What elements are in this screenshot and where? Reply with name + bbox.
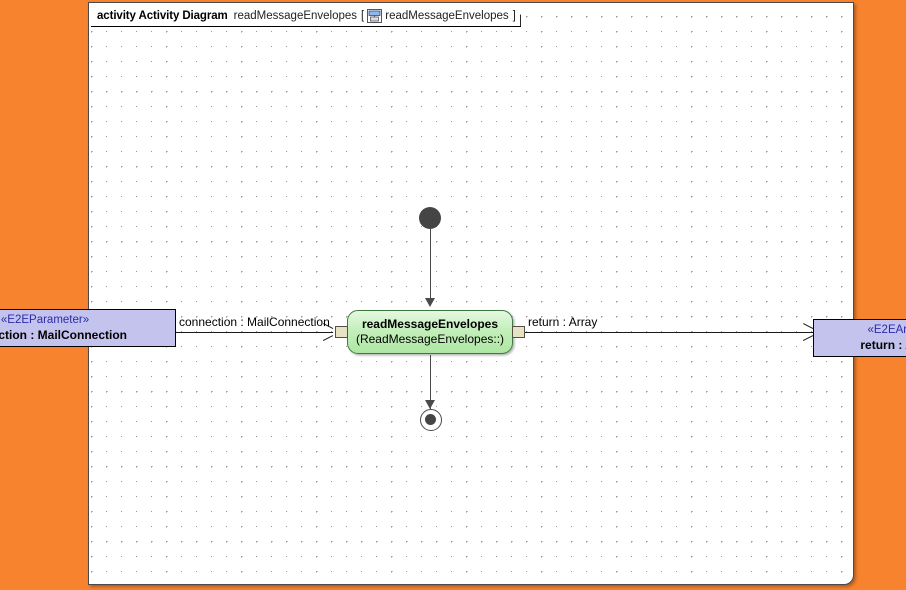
input-parameter-stereotype: «E2EParameter» — [0, 314, 90, 326]
activity-element-icon — [367, 9, 382, 23]
output-parameter-label: return : Array — [860, 338, 906, 352]
diagram-inner-name-label: readMessageEnvelopes — [385, 10, 509, 22]
object-flow-input[interactable] — [176, 331, 333, 333]
diagram-kind-label: activity Activity Diagram — [97, 10, 228, 22]
activity-diagram-frame[interactable]: activity Activity Diagram readMessageEnv… — [88, 2, 854, 585]
output-parameter-stereotype: «E2EArray» — [867, 324, 906, 336]
diagram-name-label: readMessageEnvelopes — [233, 10, 358, 22]
open-bracket: [ — [361, 10, 365, 22]
arrowhead-into-final-icon — [425, 400, 435, 409]
arrowhead-into-action-icon — [425, 298, 435, 307]
input-parameter-node[interactable]: «E2EParameter» connection : MailConnecti… — [0, 309, 176, 347]
action-title: readMessageEnvelopes — [361, 317, 499, 331]
initial-node[interactable] — [419, 207, 441, 229]
close-bracket: ] — [512, 10, 516, 22]
call-behavior-action-node[interactable]: readMessageEnvelopes (ReadMessageEnvelop… — [347, 310, 513, 354]
output-parameter-node[interactable]: «E2EArray» return : Array — [813, 319, 906, 357]
activity-final-node[interactable] — [420, 409, 442, 431]
object-flow-output[interactable] — [525, 331, 813, 333]
input-flow-label: connection : MailConnection — [179, 315, 330, 329]
action-subtitle: (ReadMessageEnvelopes::) — [355, 332, 505, 346]
input-parameter-label: connection : MailConnection — [0, 328, 127, 342]
output-pin[interactable] — [512, 326, 525, 338]
control-flow-initial-to-action[interactable] — [429, 229, 432, 301]
arrowhead-output-flow-icon — [802, 326, 813, 338]
input-pin[interactable] — [335, 326, 348, 338]
diagram-grid — [89, 3, 853, 584]
diagram-frame-header[interactable]: activity Activity Diagram readMessageEnv… — [91, 6, 521, 27]
output-flow-label: return : Array — [528, 315, 598, 329]
